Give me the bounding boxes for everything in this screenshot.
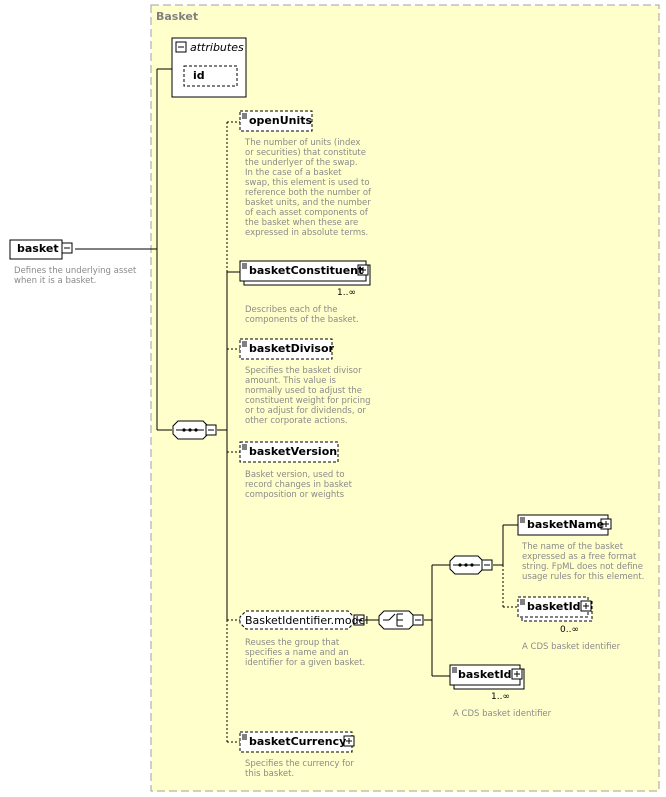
basket-constituent-label[interactable]: basketConstituent [249,264,364,277]
basket-identifier-model-label[interactable]: BasketIdentifier.model [245,614,369,627]
basket-doc: Defines the underlying asset when it is … [14,266,137,286]
basket-name-box [517,514,612,536]
basket-id-optional-label[interactable]: basketId [527,600,581,613]
open-units-doc: The number of units (index or securities… [245,138,372,238]
basket-constituent-box [239,260,371,286]
open-units-box [239,110,313,132]
basket-name-doc: The name of the basket expressed as a fr… [522,542,645,582]
basket-id-choice-box [449,664,525,690]
basket-id-choice-doc: A CDS basket identifier [453,709,552,719]
basket-element-label[interactable]: basket [17,242,59,255]
sequence-compositor [172,420,217,440]
basket-divisor-label[interactable]: basketDivisor [249,342,334,355]
basket-divisor-box [239,338,333,360]
basket-constituent-cardinality: 1..∞ [337,288,356,298]
inner-sequence-compositor [449,555,493,575]
basket-version-box [239,441,339,463]
optional-connector-lines [226,121,518,743]
attributes-box [171,37,247,98]
attributes-label[interactable]: attributes [190,41,244,54]
group-title: Basket [156,10,199,23]
group-background [150,4,660,792]
choice-compositor [378,610,424,630]
basket-id-optional-doc: A CDS basket identifier [522,642,621,652]
open-units-label[interactable]: openUnits [249,114,313,127]
basket-element-box [9,239,73,260]
basket-id-choice-cardinality: 1..∞ [491,692,510,702]
basket-divisor-doc: Specifies the basket divisor amount. Thi… [245,366,371,426]
basket-id-optional-box [517,596,593,622]
basket-currency-doc: Specifies the currency for this basket. [245,759,354,779]
basket-constituent-doc: Describes each of the components of the … [245,305,359,325]
basket-name-label[interactable]: basketName [527,518,605,531]
basket-currency-label[interactable]: basketCurrency [249,735,347,748]
basket-identifier-model-doc: Reuses the group that specifies a name a… [245,638,366,668]
basket-version-doc: Basket version, used to record changes i… [245,470,352,500]
connector-lines [75,68,518,677]
basket-identifier-model-box [239,610,365,630]
basket-id-optional-cardinality: 0..∞ [560,625,579,635]
attribute-id-label[interactable]: id [193,69,205,82]
basket-currency-box [239,731,355,753]
basket-version-label[interactable]: basketVersion [249,445,338,458]
basket-id-choice-label[interactable]: basketId [458,668,512,681]
